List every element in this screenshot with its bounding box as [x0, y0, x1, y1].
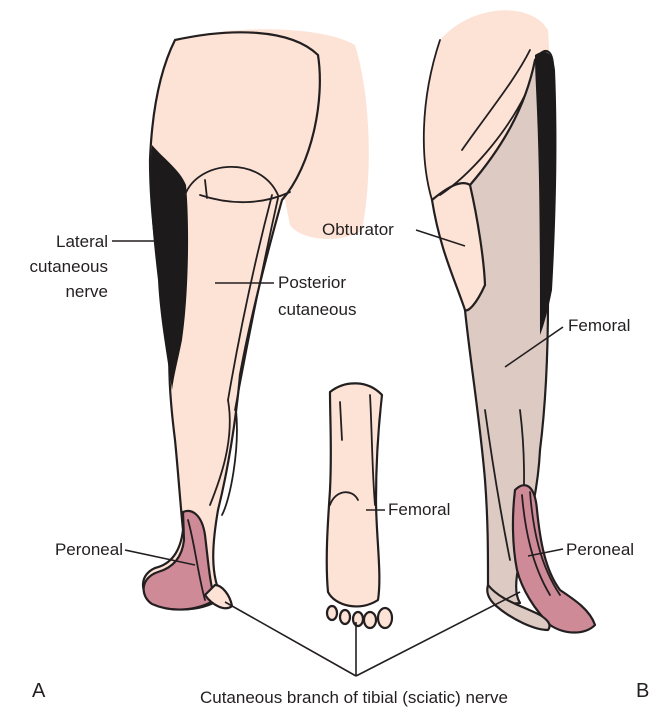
leg-a-calf-line: [209, 399, 231, 506]
toe-2: [338, 608, 352, 626]
leg-b-shin-line: [484, 409, 511, 561]
leg-a-posterior-boundary: [227, 194, 273, 401]
label-peroneal-a: Peroneal: [55, 540, 123, 559]
leader-tibial-left: [224, 601, 357, 677]
leg-a-peroneal-zone: [142, 509, 217, 611]
lateral-cutaneous-zone: [150, 145, 189, 390]
label-tibial: Cutaneous branch of tibial (sciatic) ner…: [200, 688, 508, 707]
label-femoral-foot: Femoral: [388, 500, 450, 519]
foot-center-femoral-line: [369, 394, 376, 506]
leader-femoral-thigh: [504, 326, 564, 368]
leg-b-obturator-zone: [430, 182, 487, 312]
label-peroneal-b: Peroneal: [566, 540, 634, 559]
leg-a-posterior-boundary-2: [234, 197, 279, 411]
leader-peroneal-a: [124, 549, 196, 566]
leg-b-sole: [486, 583, 551, 632]
leg-a-gluteal-fold-2: [199, 191, 291, 204]
label-posterior-cutaneous-1: Posterior: [278, 273, 346, 292]
label-femoral-thigh: Femoral: [568, 316, 630, 335]
leg-a-peroneal-inner: [187, 519, 206, 601]
label-obturator: Obturator: [322, 220, 394, 239]
leg-b-lateral-zone: [535, 51, 557, 335]
leader-obturator: [415, 229, 466, 247]
leg-a-crease: [204, 179, 208, 199]
foot-center-line: [339, 401, 343, 441]
leg-b-hip-line: [461, 49, 531, 151]
panel-label-b: B: [636, 680, 649, 702]
label-posterior-cutaneous-2: cutaneous: [278, 300, 356, 319]
leader-tibial-right: [355, 591, 521, 677]
toe-5: [376, 606, 394, 630]
leg-b-anterior: [422, 10, 597, 634]
leg-a-calf-line-2: [221, 409, 238, 516]
leg-b-peroneal-inner-2: [529, 491, 561, 596]
leg-a-posterior: [142, 29, 369, 611]
leg-b-hip-line-2: [439, 94, 526, 196]
leg-b-thigh-outline: [422, 39, 441, 201]
label-lateral-cutaneous-1: Lateral: [56, 232, 108, 251]
label-lateral-cutaneous-3: nerve: [65, 282, 108, 301]
foot-center-ankle-arc: [329, 491, 359, 506]
toe-1: [325, 604, 339, 622]
leg-a-gluteal-fold: [184, 165, 279, 196]
toe-4: [362, 610, 378, 630]
toe-3: [351, 610, 365, 628]
label-lateral-cutaneous-2: cutaneous: [30, 257, 108, 276]
panel-label-a: A: [32, 680, 46, 702]
foot-center: [325, 382, 394, 630]
leg-b-peroneal-inner: [521, 494, 551, 596]
leader-peroneal-b: [527, 548, 564, 557]
